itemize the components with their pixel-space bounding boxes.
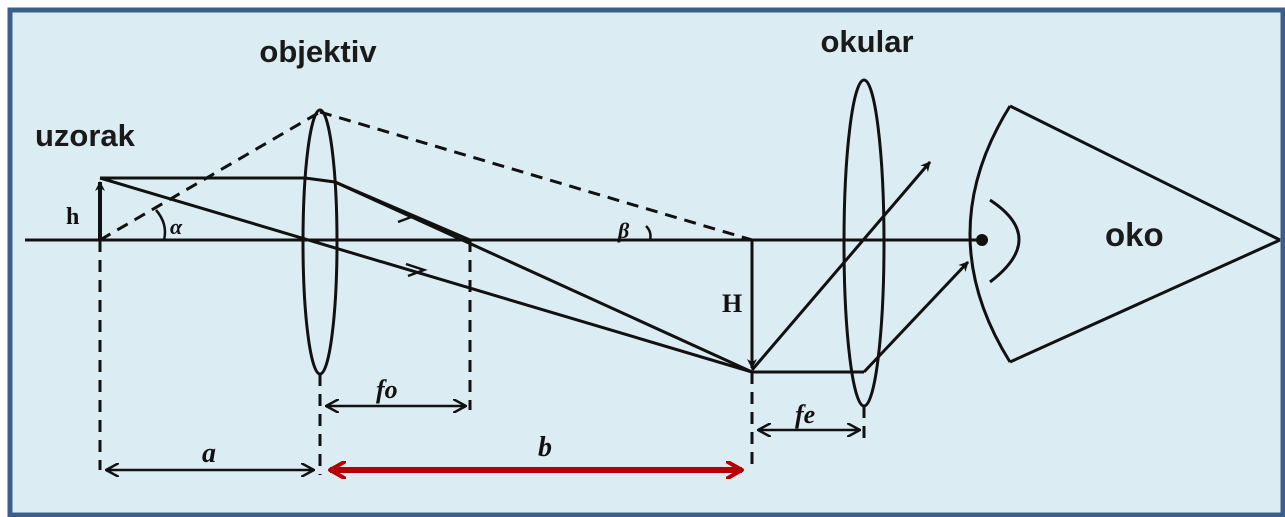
background-panel <box>7 7 1285 517</box>
label-focal-objective: fo <box>376 375 398 404</box>
ray-direction-arrow <box>395 208 418 224</box>
construction-lines <box>98 110 866 475</box>
label-objective: objektiv <box>259 34 377 69</box>
label-distance-b: b <box>538 432 552 463</box>
label-angle-beta: β <box>617 218 630 243</box>
label-focal-eyepiece: fe <box>795 400 815 429</box>
label-angle-alpha: α <box>170 214 183 239</box>
angle-beta-arc <box>645 225 652 241</box>
label-specimen: uzorak <box>35 118 136 153</box>
label-distance-a: a <box>202 438 216 469</box>
eyepiece-rays <box>750 161 970 374</box>
eye-drawing <box>968 104 1281 364</box>
label-object-height: h <box>66 204 79 230</box>
label-eyepiece: okular <box>820 24 913 59</box>
eye-pupil <box>976 234 988 246</box>
objective-rays <box>99 176 753 374</box>
label-image-height: H <box>722 289 742 318</box>
angle-alpha-arc <box>155 209 167 241</box>
label-eye: oko <box>1105 216 1164 253</box>
ray-direction-arrow <box>405 262 428 278</box>
